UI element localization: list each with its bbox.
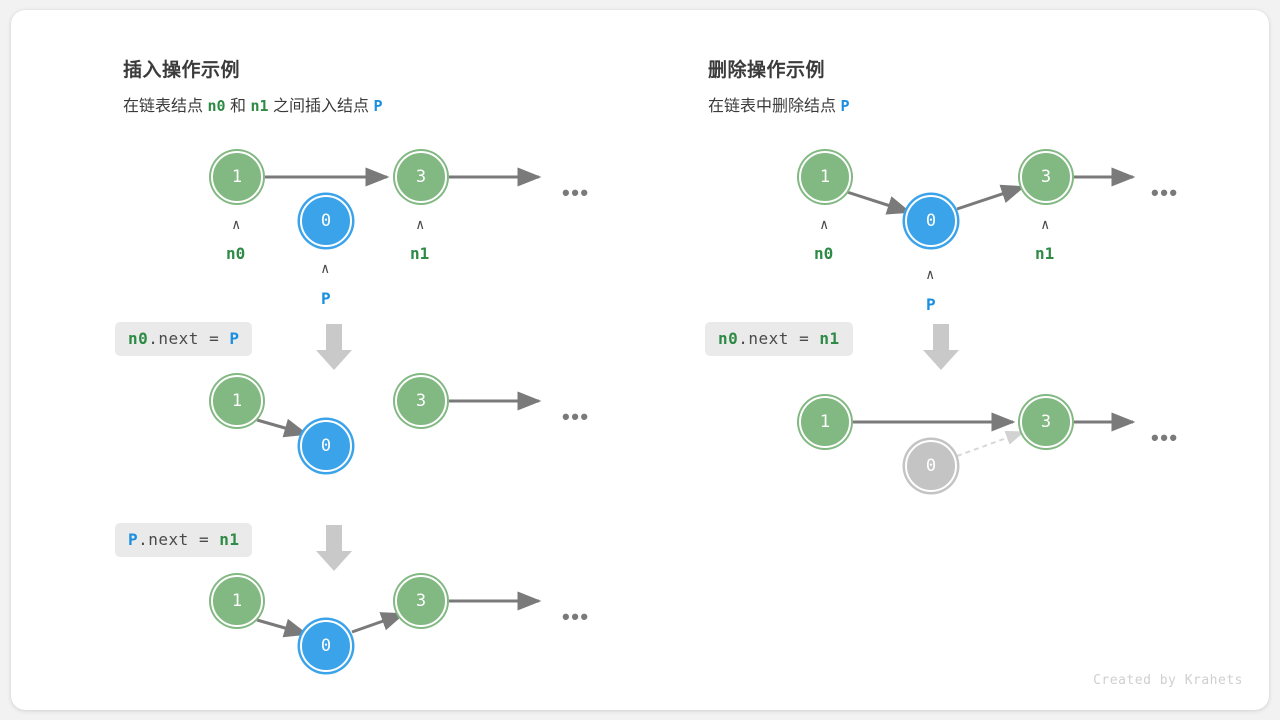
credit-text: Created by Krahets	[1093, 673, 1243, 688]
insert-subtitle-part3: 之间插入结点	[272, 98, 369, 115]
link-0-to-3-rrow1	[956, 184, 1026, 211]
node-3-delete-row2: 3	[1020, 396, 1072, 448]
delete-panel-title: 删除操作示例	[708, 60, 826, 81]
caret-p-delete: ∧	[926, 267, 935, 283]
tail-ellipsis-delete-row1: •••	[1151, 180, 1179, 205]
insert-subtitle-n1: n1	[250, 97, 269, 115]
code-token-a-insert-1: n0	[128, 329, 149, 348]
delete-subtitle-part1: 在链表中删除结点	[708, 98, 837, 115]
node-0-insert-row1: 0	[300, 195, 352, 247]
step-arrow-insert-2	[308, 521, 360, 582]
code-token-a-delete-1: n0	[718, 329, 739, 348]
insert-panel-title: 插入操作示例	[123, 60, 241, 81]
pointer-label-p-insert: P	[321, 289, 331, 308]
pointer-label-n0-delete: n0	[814, 244, 834, 263]
code-token-mid-insert-2: .next =	[138, 530, 220, 549]
tail-ellipsis-insert-row3: •••	[562, 604, 590, 629]
code-token-mid-delete-1: .next =	[738, 329, 820, 348]
stale-link-0-to-3	[956, 431, 1025, 457]
insert-subtitle-n0: n0	[207, 97, 226, 115]
caret-n1-insert: ∧	[416, 217, 425, 233]
code-token-a-insert-2: P	[128, 530, 139, 549]
link-1-to-0-row2	[256, 418, 309, 438]
node-0-delete-row1: 0	[905, 195, 957, 247]
node-3-insert-row1: 3	[395, 151, 447, 203]
link-1-to-0-row3	[256, 618, 309, 638]
link-0-to-3-row3	[351, 612, 406, 634]
code-token-b-insert-1: P	[229, 329, 240, 348]
caret-n0-insert: ∧	[232, 217, 241, 233]
step-arrow-delete-1	[915, 320, 967, 381]
code-chip-insert-step1: n0.next = P	[115, 322, 253, 356]
code-token-b-delete-1: n1	[819, 329, 840, 348]
step-arrow-insert-1	[308, 320, 360, 381]
tail-ellipsis-insert-row2: •••	[562, 404, 590, 429]
insert-subtitle-part2: 和	[229, 98, 246, 115]
code-chip-delete-step1: n0.next = n1	[705, 322, 853, 356]
caret-n1-delete: ∧	[1041, 217, 1050, 233]
code-chip-insert-step2: P.next = n1	[115, 523, 253, 557]
pointer-label-n1-delete: n1	[1035, 244, 1055, 263]
diagram-card: 插入操作示例 在链表结点 n0 和 n1 之间插入结点 P 1 0 3 ••• …	[11, 10, 1269, 710]
node-3-insert-row2: 3	[395, 375, 447, 427]
node-1-insert-row3: 1	[211, 575, 263, 627]
node-1-insert-row2: 1	[211, 375, 263, 427]
node-3-delete-row1: 3	[1020, 151, 1072, 203]
insert-subtitle-part1: 在链表结点	[123, 98, 204, 115]
pointer-label-n0-insert: n0	[226, 244, 246, 263]
node-1-insert-row1: 1	[211, 151, 263, 203]
node-1-delete-row1: 1	[799, 151, 851, 203]
pointer-label-p-delete: P	[926, 295, 936, 314]
delete-panel-subtitle: 在链表中删除结点 P	[708, 92, 850, 116]
node-0-deleted: 0	[905, 440, 957, 492]
delete-subtitle-p: P	[840, 97, 850, 115]
node-1-delete-row2: 1	[799, 396, 851, 448]
insert-subtitle-p: P	[373, 97, 383, 115]
node-0-insert-row2: 0	[300, 420, 352, 472]
tail-ellipsis-delete-row2: •••	[1151, 425, 1179, 450]
caret-n0-delete: ∧	[820, 217, 829, 233]
node-3-insert-row3: 3	[395, 575, 447, 627]
caret-p-insert: ∧	[321, 261, 330, 277]
node-0-insert-row3: 0	[300, 620, 352, 672]
pointer-label-n1-insert: n1	[410, 244, 430, 263]
link-1-to-0-rrow1	[846, 190, 912, 215]
code-token-mid-insert-1: .next =	[148, 329, 230, 348]
code-token-b-insert-2: n1	[219, 530, 240, 549]
insert-panel-subtitle: 在链表结点 n0 和 n1 之间插入结点 P	[123, 92, 382, 116]
tail-ellipsis-insert-row1: •••	[562, 180, 590, 205]
